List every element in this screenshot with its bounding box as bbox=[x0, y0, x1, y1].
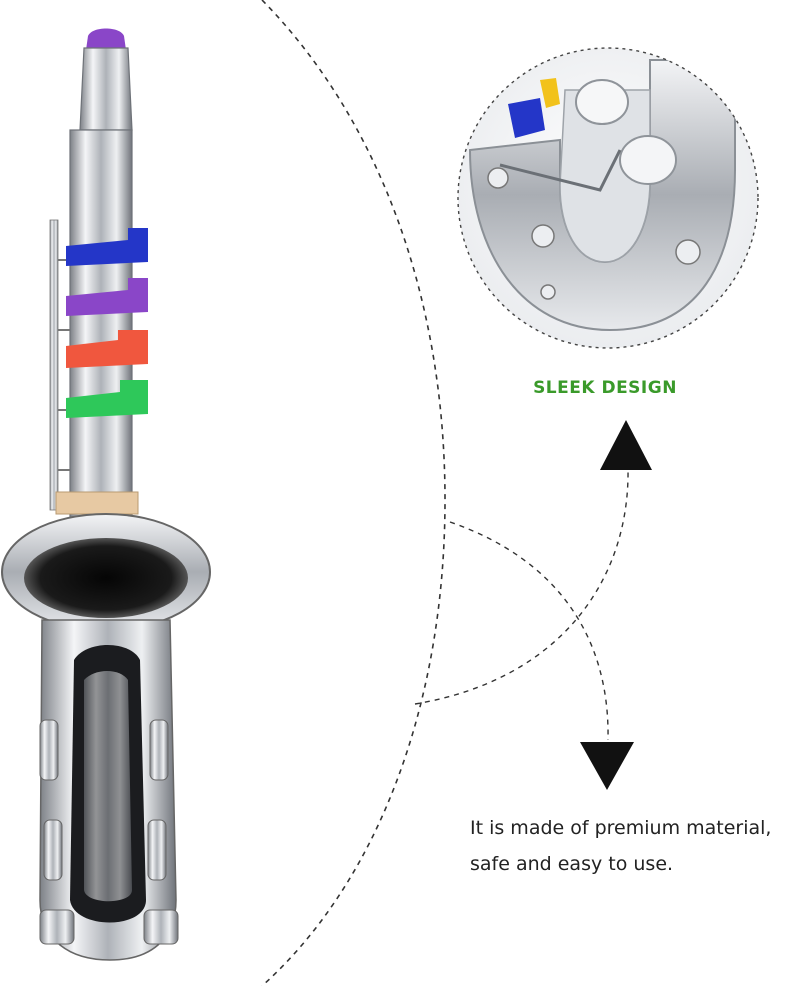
arrow-down-icon bbox=[580, 742, 634, 790]
dashed-curve-to-headline bbox=[414, 467, 629, 705]
zoom-detail-circle bbox=[457, 47, 759, 349]
dashed-curve-to-description bbox=[449, 521, 609, 741]
description-line-1: It is made of premium material, bbox=[470, 817, 772, 839]
product-description: It is made of premium material, safe and… bbox=[470, 810, 800, 882]
color-keys bbox=[66, 228, 148, 418]
dashed-divider-arc bbox=[261, 0, 446, 986]
headline-sleek-design: SLEEK DESIGN bbox=[533, 378, 677, 398]
saxophone-image bbox=[1, 28, 211, 961]
description-line-2: safe and easy to use. bbox=[470, 853, 674, 875]
arrow-up-icon bbox=[600, 420, 652, 470]
